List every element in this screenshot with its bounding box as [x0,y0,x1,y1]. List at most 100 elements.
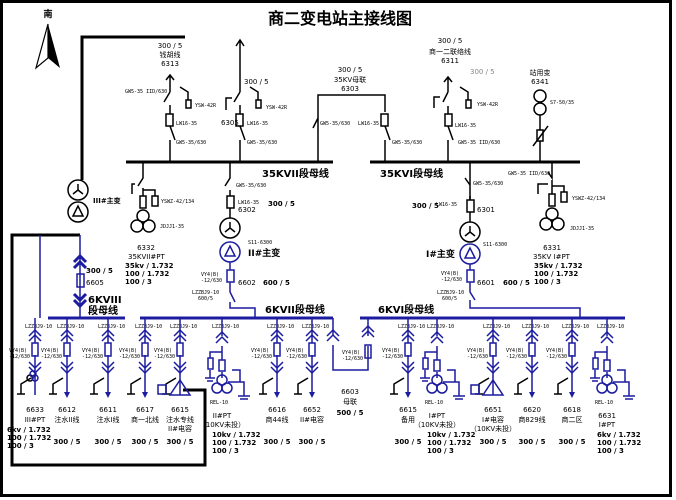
pt-ratio: 100 / 3 [7,442,34,450]
feeder-name: 注水专线 [166,415,194,424]
svg-text:S11-6300: S11-6300 [248,240,272,246]
pt-ratio: 10kv / 1.732 [427,431,476,439]
ct-ratio: 300 / 5 [132,438,159,446]
ct-model-label: LZZBJ9-10 [483,324,510,330]
feeder-name: I#PT [599,421,616,429]
svg-text:300 / 5: 300 / 5 [244,78,269,86]
feeder-code: 6618 [563,406,581,414]
breaker-model: -12/630 [382,354,403,360]
breaker-model: -12/630 [546,354,567,360]
svg-text:GW5-35/630: GW5-35/630 [247,140,277,146]
breaker-model: VY4(B) [506,348,524,354]
svg-text:II#主变: II#主变 [248,247,280,259]
svg-text:YSWZ-42/134: YSWZ-42/134 [161,199,194,205]
svg-text:-12/630: -12/630 [441,277,462,283]
svg-text:LW16-35: LW16-35 [247,121,268,127]
feeder-code: 6631 [598,412,616,420]
ct-model-label: LZZBJ9-10 [427,324,454,330]
diagram-title: 商二变电站主接线图 [268,9,412,28]
ct-model-label: LZZBJ9-10 [135,324,162,330]
bus-6kv-2-label: 6KVII段母线 [265,303,325,316]
breaker-model: VY4(B) [41,348,59,354]
ct-model-label: LZZBJ9-10 [562,324,589,330]
transformer-3: III#主变 [67,35,185,223]
pt-ratio: 100 / 1.732 [427,439,471,447]
svg-text:YSWZ-42/134: YSWZ-42/134 [572,196,605,202]
svg-text:JDJJ1-35: JDJJ1-35 [570,226,594,232]
transformer-2: GW5-35/630 LW16-35 300 / 5 6302 S11-6300… [192,162,295,318]
svg-text:LW16-35: LW16-35 [436,202,457,208]
ct-model-label: LZZBJ9-10 [170,324,197,330]
svg-text:GW5-35 IID/630: GW5-35 IID/630 [508,171,550,177]
incomer-6605: 300 / 5 6605 6KVIII 段母线 [10,233,207,467]
svg-text:300 / 5: 300 / 5 [268,200,295,208]
svg-text:GW5-35 IID/630: GW5-35 IID/630 [125,89,167,95]
svg-text:GW5-35/630: GW5-35/630 [236,183,266,189]
breaker-model: -12/630 [82,354,103,360]
feeder-6651-11[interactable]: LZZBJ9-10VY4(B)-12/6306651I#电容（10KV未投）30… [467,318,516,446]
feeder-name: 备用 [401,415,415,424]
feeder-code: 6615 [171,406,189,414]
svg-text:100 / 1.732: 100 / 1.732 [125,270,169,278]
svg-text:YSW-42R: YSW-42R [266,105,288,111]
feeder-name: II#PT [213,412,232,420]
svg-text:300 / 5: 300 / 5 [338,66,363,74]
svg-text:GW5-35/630: GW5-35/630 [473,181,503,187]
ct-model-label: LZZBJ9-10 [25,324,52,330]
svg-text:6601: 6601 [477,279,495,287]
svg-text:6332: 6332 [137,244,155,252]
svg-text:6302: 6302 [238,206,256,214]
svg-text:LZZBJ9-10: LZZBJ9-10 [192,290,219,296]
ct-model-label: LZZBJ9-10 [212,324,239,330]
bus-35kv-2-label: 35KVII段母线 [262,167,329,180]
pt-model-label: REL-10 [425,400,443,406]
svg-text:LW16-35: LW16-35 [455,123,476,129]
svg-text:35kv / 1.732: 35kv / 1.732 [534,262,583,270]
pt-35kv-1: GW5-35 IID/630 YSWZ-42/134 JDJJ1-35 6331… [508,171,605,286]
feeder-code: 6633 [26,406,44,414]
svg-text:VY4(B): VY4(B) [441,271,459,277]
feeder-code: 6611 [99,406,117,414]
svg-text:6303: 6303 [341,85,359,93]
svg-text:钱胡线: 钱胡线 [160,50,181,59]
svg-text:GW5-35/630: GW5-35/630 [392,140,422,146]
breaker-model: -12/630 [342,356,363,362]
feeder-name: 商829线 [518,415,545,424]
breaker-model: VY4(B) [342,350,360,356]
breaker-model: VY4(B) [286,348,304,354]
pt-ratio: 6kv / 1.732 [7,426,51,434]
svg-text:6341: 6341 [531,78,549,86]
breaker-model: -12/630 [506,354,527,360]
svg-text:100 / 3: 100 / 3 [534,278,561,286]
transformer-3-label: III#主变 [93,196,121,205]
svg-text:段母线: 段母线 [88,304,118,317]
breaker-model: VY4(B) [251,348,269,354]
ct-ratio: 300 / 5 [95,438,122,446]
feeder-6313: 300 / 5 钱胡线 6313 GW5-35 IID/630 YSW-42R … [125,42,217,162]
pt-ratio: 100 / 3 [427,447,454,455]
feeder-code: 6616 [268,406,286,414]
svg-text:-12/630: -12/630 [201,278,222,284]
breaker-model: -12/630 [9,354,30,360]
feeder-code: 6617 [136,406,154,414]
breaker-model: VY4(B) [82,348,100,354]
ct-ratio: 300 / 5 [480,438,507,446]
ct-ratio: 300 / 5 [264,438,291,446]
feeder-note: （10KV未投） [470,424,516,433]
breaker-model: VY4(B) [119,348,137,354]
